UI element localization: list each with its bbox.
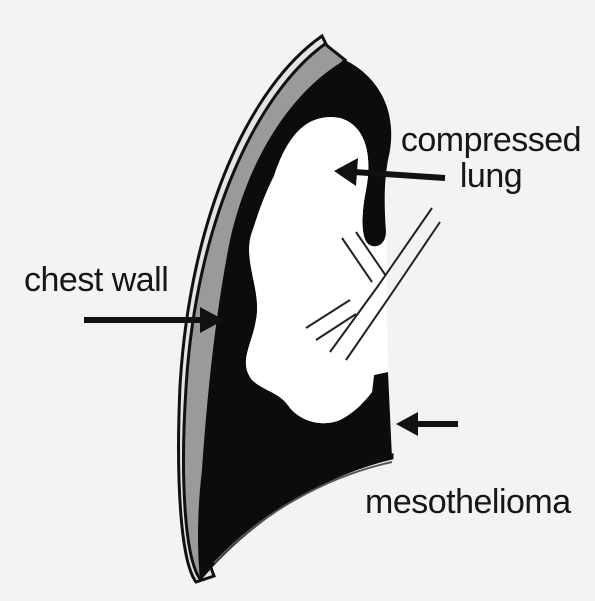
compressed-lung-label-line2: lung bbox=[396, 158, 586, 194]
chest-wall-arrow bbox=[84, 307, 224, 333]
mesothelioma-arrow bbox=[396, 412, 458, 436]
compressed-lung-label: compressed lung bbox=[396, 122, 586, 194]
mesothelioma-label: mesothelioma bbox=[365, 484, 571, 520]
chest-wall-label: chest wall bbox=[24, 262, 168, 298]
compressed-lung-label-line1: compressed bbox=[396, 122, 586, 158]
